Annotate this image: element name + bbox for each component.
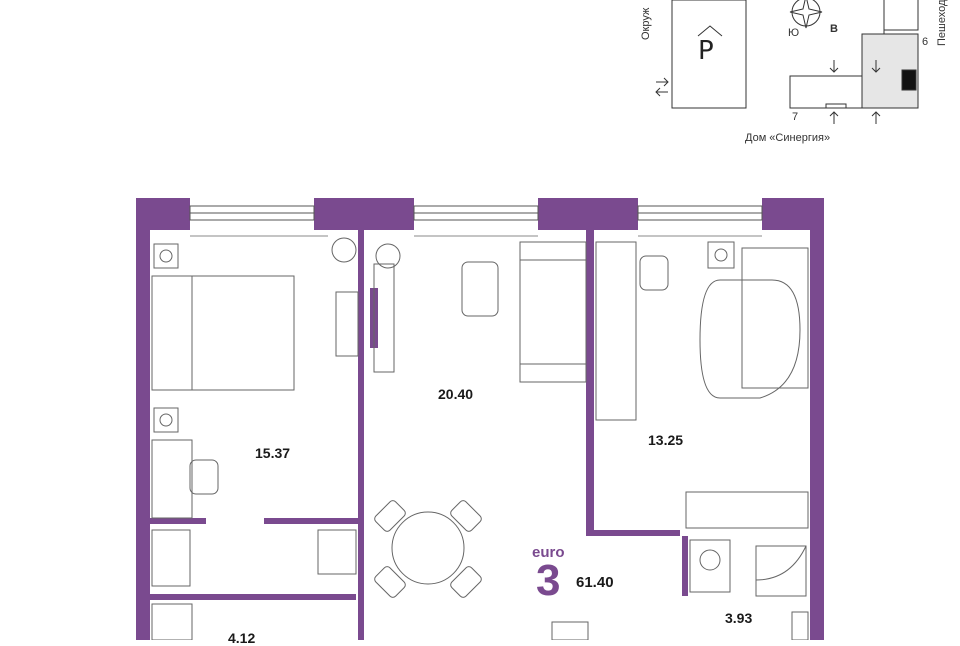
chair-right bbox=[639, 255, 669, 291]
site-plan bbox=[655, 0, 919, 124]
arrow-in bbox=[656, 77, 669, 87]
room-area-bottom-left: 4.12 bbox=[228, 630, 256, 646]
furniture bbox=[151, 237, 809, 641]
wall-h-bottom-left bbox=[150, 594, 356, 600]
cabinet-bottom bbox=[551, 621, 589, 641]
building-7 bbox=[789, 75, 863, 109]
sink-left bbox=[151, 603, 193, 641]
arrow-down-1 bbox=[829, 60, 839, 73]
desk-left bbox=[151, 439, 193, 519]
room-area-bedroom-left: 15.37 bbox=[255, 445, 291, 461]
parking-symbol: P bbox=[698, 36, 714, 66]
arrow-down-2 bbox=[871, 60, 881, 73]
parking-roof-mark bbox=[697, 25, 723, 37]
wall-bedroom-living bbox=[358, 230, 364, 520]
nightstand-3 bbox=[707, 241, 735, 269]
outer-walls bbox=[136, 198, 824, 640]
street-label-right: Пешеход bbox=[936, 0, 948, 46]
building-number-7: 7 bbox=[792, 111, 799, 123]
compass-east-label: В bbox=[830, 23, 838, 35]
windows bbox=[189, 205, 763, 221]
room-area-bathroom: 3.93 bbox=[725, 610, 753, 626]
arrow-up-1 bbox=[829, 111, 839, 124]
wall-pillar-2 bbox=[314, 198, 414, 230]
sofa bbox=[519, 241, 587, 383]
house-name: Дом «Синергия» bbox=[745, 132, 831, 144]
room-area-living: 20.40 bbox=[438, 386, 474, 402]
wall-thick-2 bbox=[586, 288, 594, 340]
bed-right bbox=[741, 247, 809, 389]
arrow-up-2 bbox=[871, 111, 881, 124]
nightstand-1 bbox=[153, 243, 179, 269]
wall-pillar-3 bbox=[538, 198, 638, 230]
wall-h-left bbox=[150, 518, 206, 524]
toilet-right bbox=[791, 611, 809, 641]
coffee-table bbox=[461, 261, 499, 317]
building-number-6: 6 bbox=[922, 36, 929, 48]
entrance-marker bbox=[901, 69, 917, 91]
plant-icon bbox=[331, 237, 357, 263]
arrow-out bbox=[655, 87, 668, 97]
parking-lot bbox=[671, 0, 747, 109]
building-top-right bbox=[883, 0, 919, 31]
total-area: 61.40 bbox=[576, 574, 614, 591]
bed-left bbox=[151, 275, 295, 391]
desk-right bbox=[595, 241, 637, 421]
towel-rail-2 bbox=[317, 529, 357, 575]
dresser bbox=[335, 291, 359, 357]
chair-left bbox=[189, 459, 219, 495]
shower bbox=[755, 545, 807, 597]
compass-icon bbox=[789, 0, 823, 29]
wall-corridor bbox=[358, 518, 364, 640]
dining-table bbox=[391, 511, 465, 585]
wall-living-bedroom bbox=[586, 230, 594, 530]
layout-type-label: euro bbox=[532, 544, 565, 561]
wall-h-right bbox=[586, 530, 680, 536]
washer bbox=[689, 539, 731, 593]
towel-rail-1 bbox=[151, 529, 191, 587]
radiator bbox=[685, 491, 809, 529]
room-count: 3 bbox=[536, 556, 561, 605]
street-label-left: Окруж bbox=[640, 7, 652, 40]
wall-right bbox=[810, 198, 824, 640]
wall-h-mid bbox=[264, 518, 364, 524]
wall-bath-left bbox=[682, 536, 688, 596]
room-area-bedroom-right: 13.25 bbox=[648, 432, 684, 448]
wall-left bbox=[136, 198, 150, 640]
tv-console bbox=[373, 263, 395, 373]
plant-icon-2 bbox=[375, 243, 401, 269]
bath-oval bbox=[699, 279, 801, 399]
nightstand-2 bbox=[153, 407, 179, 433]
compass-south-label: Ю bbox=[788, 27, 800, 39]
